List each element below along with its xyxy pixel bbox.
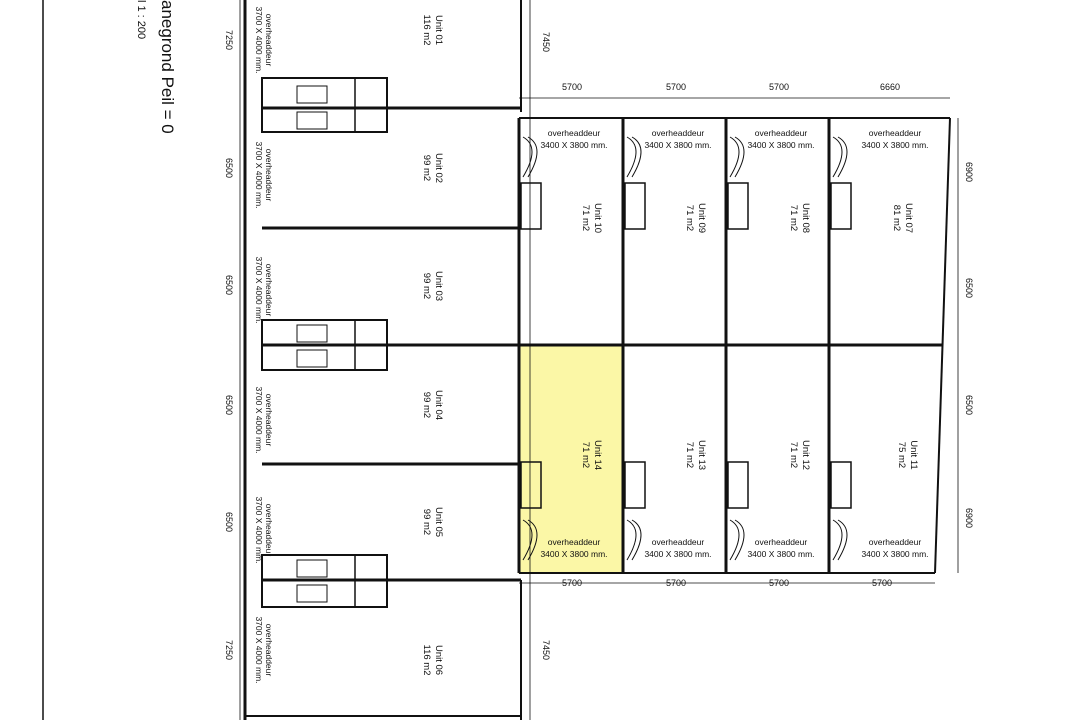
east-door-label-n-2: overheaddeur	[755, 128, 808, 138]
unit-name-u06: Unit 06	[433, 645, 444, 675]
unit-name-u01: Unit 01	[433, 15, 444, 45]
west-door-label-3: overheaddeur	[264, 394, 274, 447]
east-door-size-n-3: 3400 X 3800 mm.	[861, 140, 928, 150]
west-door-label-1: overheaddeur	[264, 149, 274, 202]
west-door-label-0: overheaddeur	[264, 14, 274, 67]
west-door-size-2: 3700 X 4000 mm.	[254, 256, 264, 323]
east-door-label-s-3: overheaddeur	[869, 537, 922, 547]
unit-area-u07: 81 m2	[891, 205, 902, 231]
dim-left-4: 6500	[224, 512, 234, 532]
unit-name-u04: Unit 04	[433, 390, 444, 420]
dim-right-0: 6900	[964, 162, 974, 182]
dim-left-1: 6500	[224, 158, 234, 178]
west-door-size-1: 3700 X 4000 mm.	[254, 141, 264, 208]
dim-top-2: 5700	[769, 82, 789, 92]
dim-right-3: 6900	[964, 508, 974, 528]
plan-title: anegrond Peil = 0	[158, 0, 177, 134]
unit-area-u02: 99 m2	[421, 155, 432, 181]
unit-area-u12: 71 m2	[788, 442, 799, 468]
unit-area-u06: 116 m2	[421, 645, 432, 676]
dim-bottom-3: 5700	[872, 578, 892, 588]
unit-name-u11: Unit 11	[908, 440, 919, 469]
east-door-label-s-2: overheaddeur	[755, 537, 808, 547]
west-door-label-4: overheaddeur	[264, 504, 274, 557]
unit-name-u05: Unit 05	[433, 507, 444, 537]
east-door-label-n-3: overheaddeur	[869, 128, 922, 138]
unit-area-u13: 71 m2	[684, 442, 695, 468]
east-door-size-n-0: 3400 X 3800 mm.	[540, 140, 607, 150]
dim-left-5: 7250	[224, 640, 234, 660]
unit-area-u10: 71 m2	[580, 205, 591, 231]
unit-area-u04: 99 m2	[421, 392, 432, 418]
unit-name-u03: Unit 03	[433, 271, 444, 301]
east-door-label-n-0: overheaddeur	[548, 128, 601, 138]
dim-bottom-1: 5700	[666, 578, 686, 588]
dim-middle-0: 7450	[541, 32, 551, 52]
east-door-label-s-1: overheaddeur	[652, 537, 705, 547]
unit-area-u08: 71 m2	[788, 205, 799, 231]
unit-area-u05: 99 m2	[421, 509, 432, 535]
unit-name-u13: Unit 13	[696, 440, 707, 470]
unit-area-u14: 71 m2	[580, 442, 591, 468]
dim-top-0: 5700	[562, 82, 582, 92]
unit-name-u10: Unit 10	[592, 203, 603, 233]
east-door-label-n-1: overheaddeur	[652, 128, 705, 138]
west-door-label-2: overheaddeur	[264, 264, 274, 317]
west-door-size-4: 3700 X 4000 mm.	[254, 496, 264, 563]
west-door-size-3: 3700 X 4000 mm.	[254, 386, 264, 453]
dim-bottom-0: 5700	[562, 578, 582, 588]
unit-name-u02: Unit 02	[433, 153, 444, 183]
west-door-size-0: 3700 X 4000 mm.	[254, 6, 264, 73]
east-block	[517, 117, 951, 574]
unit-name-u09: Unit 09	[696, 203, 707, 233]
plan-scale: l 1 : 200	[135, 0, 147, 39]
west-block	[243, 0, 522, 720]
dim-left-0: 7250	[224, 30, 234, 50]
east-door-size-s-3: 3400 X 3800 mm.	[861, 549, 928, 559]
unit-area-u09: 71 m2	[684, 205, 695, 231]
dim-right-1: 6500	[964, 278, 974, 298]
unit-name-u07: Unit 07	[903, 203, 914, 233]
east-door-size-s-2: 3400 X 3800 mm.	[747, 549, 814, 559]
unit-area-u03: 99 m2	[421, 273, 432, 299]
east-door-size-s-1: 3400 X 3800 mm.	[644, 549, 711, 559]
dimension-lines	[239, 0, 959, 720]
unit-name-u14: Unit 14	[592, 440, 603, 470]
unit-area-u01: 116 m2	[421, 15, 432, 46]
dim-bottom-2: 5700	[769, 578, 789, 588]
dim-left-2: 6500	[224, 275, 234, 295]
east-door-size-s-0: 3400 X 3800 mm.	[540, 549, 607, 559]
dim-left-3: 6500	[224, 395, 234, 415]
east-door-size-n-1: 3400 X 3800 mm.	[644, 140, 711, 150]
unit-area-u11: 75 m2	[896, 442, 907, 468]
dim-middle-1: 7450	[541, 640, 551, 660]
east-door-label-s-0: overheaddeur	[548, 537, 601, 547]
west-door-size-5: 3700 X 4000 mm.	[254, 616, 264, 683]
dim-top-1: 5700	[666, 82, 686, 92]
unit-name-u08: Unit 08	[800, 203, 811, 233]
east-door-size-n-2: 3400 X 3800 mm.	[747, 140, 814, 150]
dim-right-2: 6500	[964, 395, 974, 415]
dim-top-3: 6660	[880, 82, 900, 92]
unit-name-u12: Unit 12	[800, 440, 811, 470]
west-door-label-5: overheaddeur	[264, 624, 274, 677]
